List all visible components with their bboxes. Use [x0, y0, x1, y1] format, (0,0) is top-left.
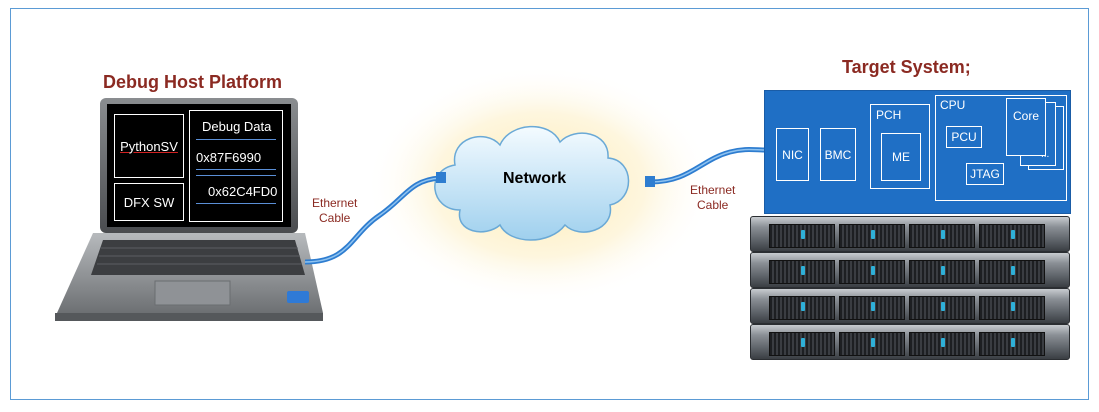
drive-led	[1011, 338, 1015, 347]
target-title: Target System;	[842, 57, 971, 77]
left-cable-line2: Cable	[319, 211, 351, 225]
laptop-illustration	[55, 98, 323, 321]
debug-line	[196, 139, 276, 140]
debug-data-box: Debug Data 0x87F6990 0x62C4FD0	[189, 110, 283, 222]
debug-value-2: 0x62C4FD0	[208, 184, 278, 199]
drive-bay	[769, 224, 835, 248]
drive-led	[801, 302, 805, 311]
cpu-box: CPU PCU JTAG ... Core	[935, 95, 1067, 201]
pcu-box: PCU	[946, 126, 982, 148]
drive-led	[801, 266, 805, 275]
drive-bay	[909, 260, 975, 284]
me-box: ME	[881, 133, 921, 181]
left-cable-line1: Ethernet	[312, 196, 358, 210]
rack-server-2	[750, 252, 1070, 288]
drive-led	[1011, 302, 1015, 311]
drive-led	[1011, 266, 1015, 275]
drive-led	[801, 230, 805, 239]
debug-value-1: 0x87F6990	[196, 150, 262, 165]
drive-led	[941, 230, 945, 239]
pcu-label: PCU	[951, 130, 977, 144]
drive-led	[801, 338, 805, 347]
core-box: Core	[1006, 98, 1046, 156]
drive-led	[871, 338, 875, 347]
pythonsv-label: PythonSV	[120, 138, 178, 154]
nic-box: NIC	[776, 128, 809, 181]
drive-led	[871, 302, 875, 311]
network-label: Network	[503, 170, 567, 187]
pythonsv-box: PythonSV	[114, 114, 184, 178]
jtag-label: JTAG	[970, 167, 1000, 181]
pch-box: PCH ME	[870, 104, 930, 189]
me-label: ME	[892, 150, 910, 164]
pch-label: PCH	[876, 108, 902, 122]
bmc-box: BMC	[820, 128, 856, 181]
rack-server-1	[750, 216, 1070, 252]
drive-led	[871, 266, 875, 275]
drive-led	[1011, 230, 1015, 239]
right-cable-label: Ethernet Cable	[690, 183, 735, 213]
drive-led	[871, 230, 875, 239]
debug-line	[196, 203, 276, 204]
rack-server-3	[750, 288, 1070, 324]
debug-line	[196, 169, 276, 170]
drive-led	[941, 266, 945, 275]
debug-line	[196, 175, 276, 176]
nic-label: NIC	[782, 147, 803, 162]
dfx-sw-label: DFX SW	[123, 194, 175, 210]
host-title: Debug Host Platform	[103, 72, 283, 92]
right-cable-line2: Cable	[697, 198, 729, 212]
jtag-box: JTAG	[966, 163, 1004, 185]
core-label: Core	[1013, 109, 1040, 123]
rack-server-4	[750, 324, 1070, 360]
debug-data-title: Debug Data	[202, 119, 272, 134]
cpu-label: CPU	[940, 98, 966, 112]
network-cloud	[365, 65, 715, 305]
drive-led	[941, 338, 945, 347]
dfx-sw-box: DFX SW	[114, 183, 184, 221]
bmc-label: BMC	[824, 147, 852, 162]
left-cable-label: Ethernet Cable	[312, 196, 357, 226]
right-cable-line1: Ethernet	[690, 183, 736, 197]
drive-led	[941, 302, 945, 311]
